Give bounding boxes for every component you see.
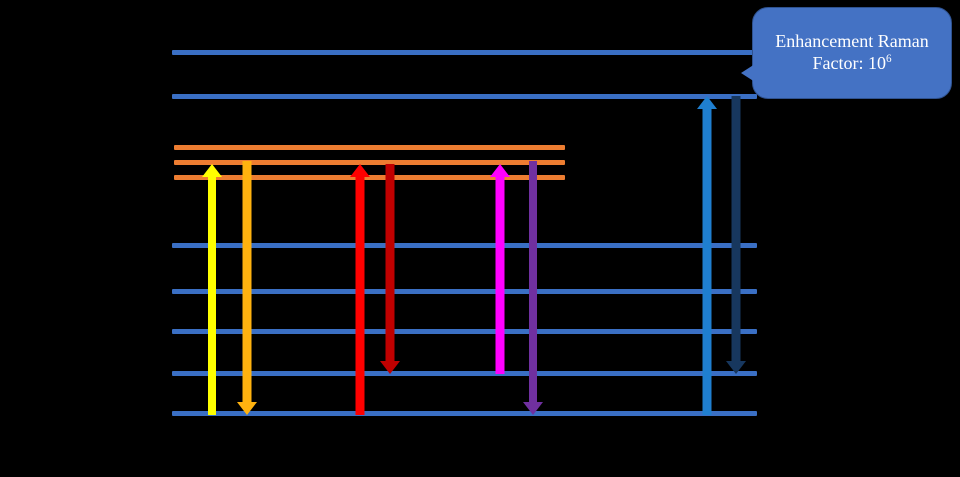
callout-line-2-prefix: Factor: 10	[812, 53, 886, 73]
transition-arrow-stokes-emission-dark-red	[378, 164, 402, 374]
arrow-shaft	[208, 173, 216, 415]
energy-level-virtual-level-3	[174, 145, 565, 150]
energy-level-vibrational-level-2	[172, 329, 757, 334]
transition-arrow-emission-amber	[235, 161, 259, 415]
energy-level-upper-electronic-level-2	[172, 50, 757, 55]
enhancement-factor-callout: Enhancement Raman Factor: 106	[741, 7, 952, 99]
arrow-head-down-icon	[726, 361, 746, 374]
transition-arrow-excitation-red	[348, 164, 372, 415]
energy-level-vibrational-level-4	[172, 243, 757, 248]
arrow-shaft	[385, 164, 395, 365]
arrow-head-up-icon	[202, 164, 222, 177]
arrow-head-up-icon	[697, 96, 717, 109]
energy-level-ground-state-level	[172, 411, 757, 416]
energy-level-virtual-level-1	[174, 175, 565, 180]
arrow-shaft	[702, 105, 712, 415]
energy-level-vibrational-level-1	[172, 371, 757, 376]
transition-arrow-excitation-light-blue	[695, 96, 719, 415]
callout-line-1: Enhancement Raman	[775, 31, 929, 52]
arrow-shaft	[355, 173, 365, 415]
arrow-shaft	[495, 173, 505, 374]
arrow-head-up-icon	[490, 164, 510, 177]
callout-line-2-exponent: 6	[885, 53, 892, 65]
transition-arrow-emission-purple	[521, 161, 545, 415]
arrow-shaft	[731, 96, 741, 365]
energy-level-vibrational-level-3	[172, 289, 757, 294]
arrow-head-up-icon	[350, 164, 370, 177]
energy-level-virtual-level-2	[174, 160, 565, 165]
transition-arrow-excitation-magenta	[488, 164, 512, 374]
transition-arrow-excitation-yellow	[200, 164, 224, 415]
energy-level-upper-electronic-level-1	[172, 94, 757, 99]
callout-tail-icon	[741, 64, 755, 82]
arrow-head-down-icon	[380, 361, 400, 374]
arrow-shaft	[529, 161, 537, 406]
arrow-head-down-icon	[523, 402, 543, 415]
transition-arrow-emission-navy	[724, 96, 748, 374]
callout-text: Enhancement Raman Factor: 106	[775, 31, 928, 75]
arrow-shaft	[242, 161, 252, 406]
arrow-head-down-icon	[237, 402, 257, 415]
